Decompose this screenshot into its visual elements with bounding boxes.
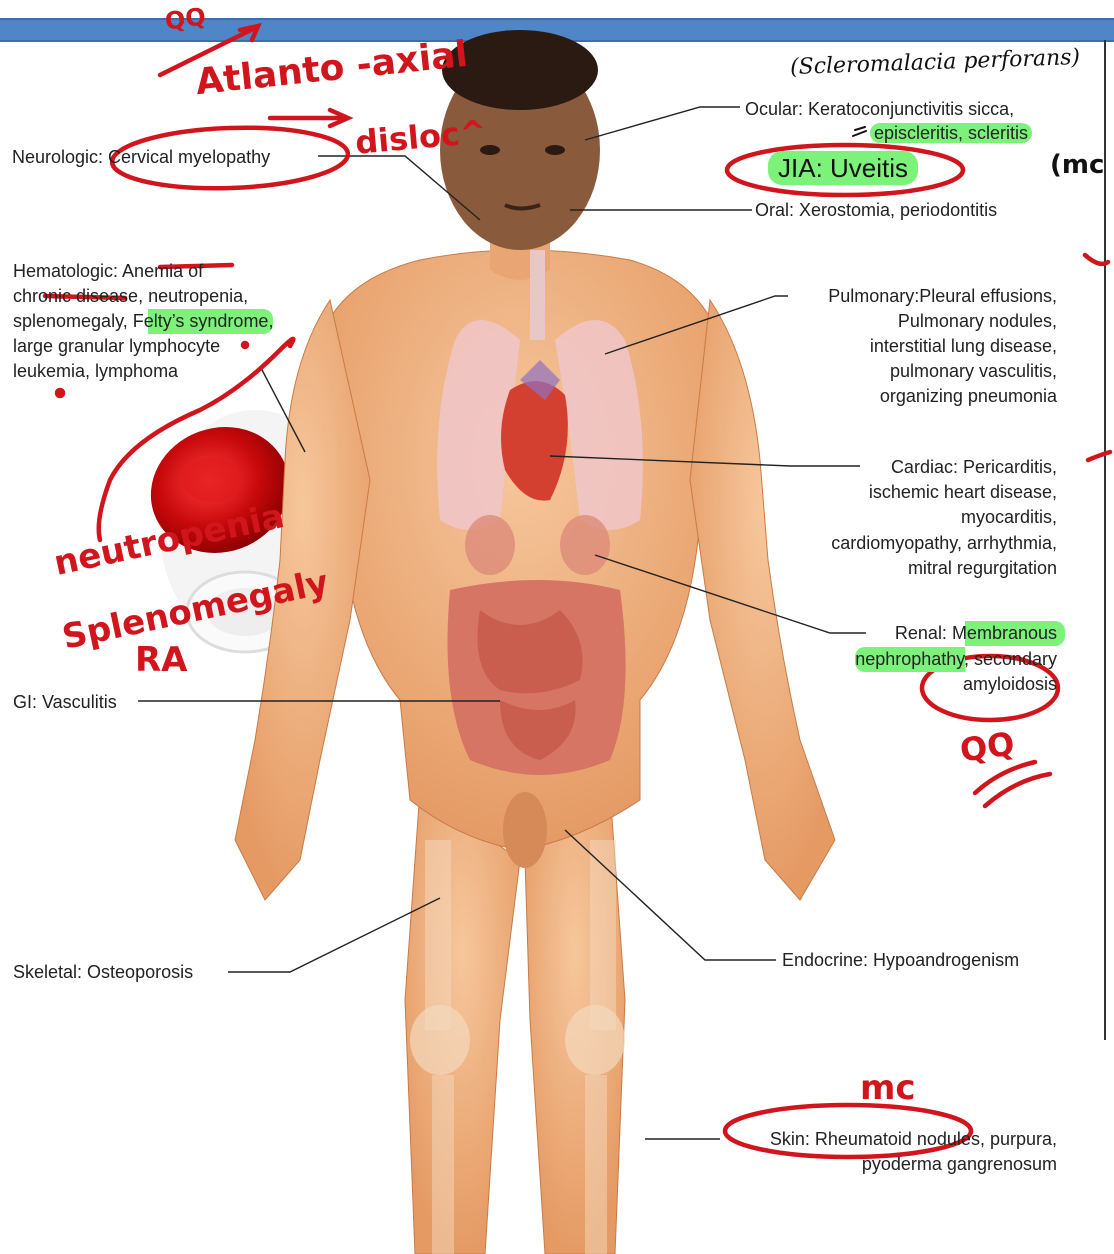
label-cardiac-4: cardiomyopathy, arrhythmia, xyxy=(831,531,1057,556)
label-renal-3: amyloidosis xyxy=(963,672,1057,697)
label-gi: GI: Vasculitis xyxy=(13,690,117,715)
annotation-qq-renal: QQ xyxy=(958,724,1017,769)
label-pulmonary-3: interstitial lung disease, xyxy=(870,334,1057,359)
label-hematologic-2: chronic disease, neutropenia, xyxy=(13,284,248,309)
label-pulmonary-2: Pulmonary nodules, xyxy=(898,309,1057,334)
label-renal-2: nephrophathy, secondary xyxy=(855,647,1057,672)
label-pulmonary-5: organizing pneumonia xyxy=(880,384,1057,409)
label-cardiac-5: mitral regurgitation xyxy=(908,556,1057,581)
label-cardiac-1: Cardiac: Pericarditis, xyxy=(891,455,1057,480)
label-ocular-cont: episcleritis, scleritis xyxy=(870,123,1032,143)
annotation-qq-top: QQ xyxy=(163,2,207,35)
annotation-mc-ocular: (mc xyxy=(1050,150,1104,180)
label-cardiac-2: ischemic heart disease, xyxy=(869,480,1057,505)
label-oral: Oral: Xerostomia, periodontitis xyxy=(755,198,997,223)
label-endocrine: Endocrine: Hypoandrogenism xyxy=(782,948,1019,973)
label-ocular: Ocular: Keratoconjunctivitis sicca, xyxy=(745,97,1014,122)
label-hematologic-4: large granular lymphocyte xyxy=(13,334,220,359)
label-skeletal: Skeletal: Osteoporosis xyxy=(13,960,193,985)
label-pulmonary-1: Pulmonary:Pleural effusions, xyxy=(828,284,1057,309)
label-skin-2: pyoderma gangrenosum xyxy=(862,1152,1057,1177)
label-cardiac-3: myocarditis, xyxy=(961,505,1057,530)
annotation-mc-skin: mc xyxy=(860,1068,916,1108)
label-skin-1: Skin: Rheumatoid nodules, purpura, xyxy=(770,1127,1057,1152)
label-pulmonary-4: pulmonary vasculitis, xyxy=(890,359,1057,384)
annotation-ra: RA xyxy=(135,640,188,680)
label-neurologic: Neurologic: Cervical myelopathy xyxy=(12,145,270,170)
label-hematologic-5: leukemia, lymphoma xyxy=(13,359,178,384)
label-renal-1: Renal: Membranous xyxy=(895,621,1065,646)
label-hematologic-1: Hematologic: Anemia of xyxy=(13,259,203,284)
label-jia-uveitis: JIA: Uveitis xyxy=(768,151,918,185)
label-hematologic-3: splenomegaly, Felty’s syndrome, xyxy=(13,309,273,334)
